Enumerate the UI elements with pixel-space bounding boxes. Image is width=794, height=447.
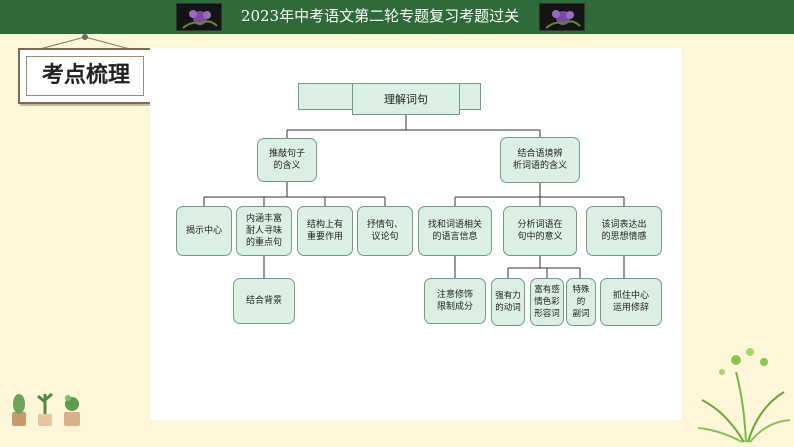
leaf-node: 结合背景 [233,278,295,324]
sign-hanger [39,34,131,50]
node-text: 抒情句、 [366,220,403,230]
header-bar: 2023年中考语文第二轮专题复习考题过关 [0,0,794,34]
leaf-node: 特殊的副词 [566,278,596,326]
child-node: 抒情句、议论句 [357,206,413,256]
node-text: 的含义 [273,161,301,171]
node-text: 的语言信息 [432,232,478,242]
node-text: 推敲句子 [268,149,305,159]
node-text: 该词表达出 [601,220,647,230]
leaf-node: 强有力的动词 [491,278,525,326]
root-node: 理解词句 [352,83,460,115]
grass-flower-icon [697,348,791,443]
node-text: 析词语的含义 [512,161,567,171]
node-text: 的动词 [495,303,521,313]
node-text: 句中的意义 [517,232,563,242]
section-sign-frame: 考点梳理 [26,56,144,96]
leaf-node: 注意修饰限制成分 [424,278,486,324]
child-node: 分析词语在句中的意义 [503,206,577,256]
section-title: 考点梳理 [41,63,130,88]
child-node: 结构上有重要作用 [297,206,353,256]
child-node: 该词表达出的思想情感 [586,206,662,256]
node-text: 的思想情感 [601,232,647,242]
node-text: 的重点句 [245,238,282,248]
node-text: 富有感 [534,285,560,295]
node-text: 特殊的 [572,285,590,307]
child-node: 内涵丰富耐人寻味的重点句 [236,206,292,256]
branch-node-sentence: 推敲句子的含义 [257,138,317,182]
node-text: 重要作用 [306,232,343,242]
node-text: 议论句 [371,232,399,242]
node-text: 限制成分 [436,302,473,312]
node-text: 形容词 [534,309,560,319]
node-text: 抓住中心 [612,291,649,301]
node-text: 结合语境辨 [517,149,563,159]
node-text: 内涵丰富 [245,214,282,224]
node-text: 强有力 [495,291,521,301]
potted-plants-icon [12,392,80,426]
child-node: 揭示中心 [176,206,232,256]
leaf-node: 抓住中心运用修辞 [600,278,662,326]
node-text: 分析词语在 [517,220,563,230]
flower-icon [176,3,222,31]
child-node: 找和词语相关的语言信息 [418,206,492,256]
node-text: 情色彩 [534,297,560,307]
node-text: 注意修饰 [436,290,473,300]
node-text: 找和词语相关 [427,220,482,230]
header-title: 2023年中考语文第二轮专题复习考题过关 [240,7,520,25]
node-text: 副词 [572,309,590,319]
section-sign: 考点梳理 [18,48,152,104]
leaf-node: 富有感情色彩形容词 [530,278,564,326]
node-text: 结构上有 [306,220,343,230]
node-text: 揭示中心 [185,226,222,236]
flower-icon [539,3,585,31]
branch-node-context: 结合语境辨析词语的含义 [500,137,580,183]
node-text: 运用修辞 [612,303,649,313]
node-text: 耐人寻味 [245,226,282,236]
